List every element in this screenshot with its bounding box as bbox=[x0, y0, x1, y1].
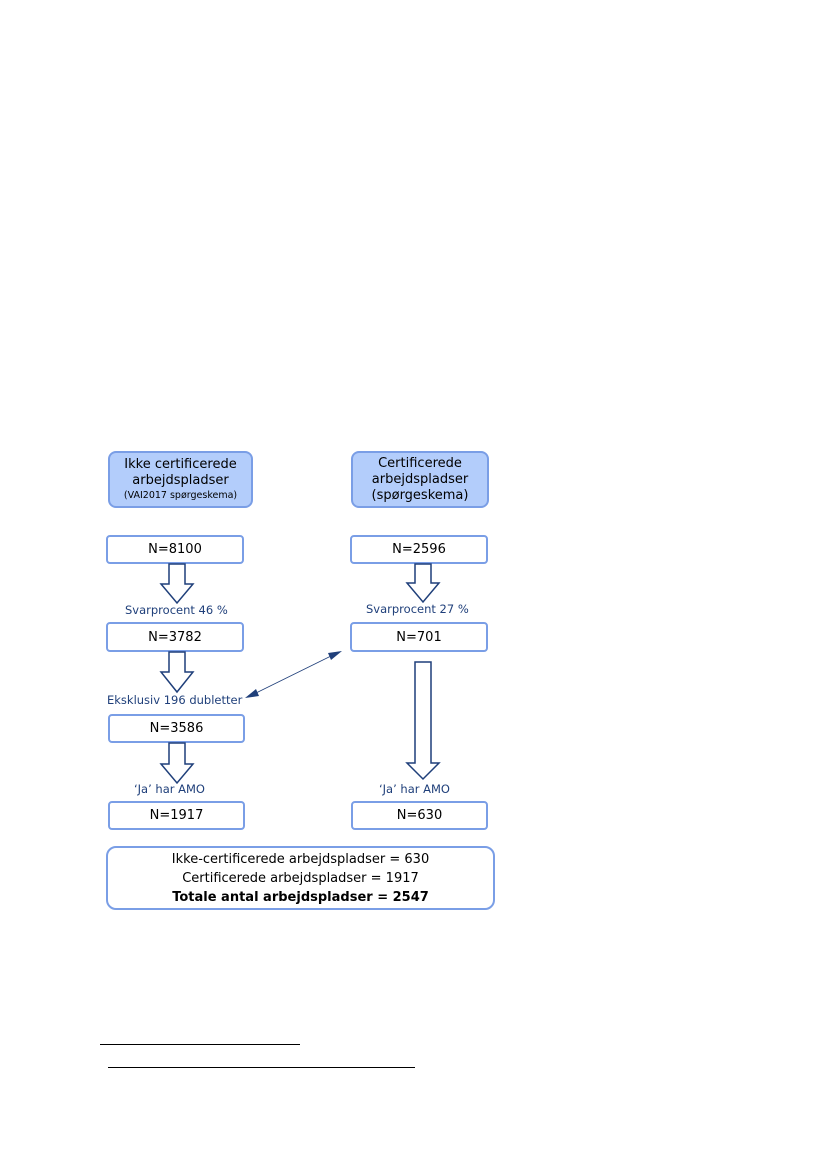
double-headed-connector bbox=[255, 655, 332, 694]
right-n-initial: N=2596 bbox=[392, 542, 446, 557]
left-n-amo-box: N=1917 bbox=[108, 801, 245, 830]
header-non-certified-line3: (VAI2017 spørgeskema) bbox=[123, 490, 238, 501]
left-n-responded: N=3782 bbox=[148, 629, 202, 645]
footnote-separator bbox=[100, 1044, 300, 1045]
header-certified-line1: Certificerede bbox=[378, 455, 462, 471]
right-down-arrow-1 bbox=[405, 563, 441, 604]
summary-line2: Certificerede arbejdspladser = 1917 bbox=[182, 870, 419, 886]
left-down-arrow-3 bbox=[159, 742, 195, 785]
right-down-arrow-2 bbox=[405, 661, 441, 781]
right-n-initial-box: N=2596 bbox=[350, 535, 488, 564]
right-response-rate-label: Svarprocent 27 % bbox=[366, 602, 469, 616]
right-n-responded: N=701 bbox=[396, 629, 442, 645]
left-n-amo: N=1917 bbox=[149, 808, 204, 823]
left-exclusion-label: Eksklusiv 196 dubletter bbox=[107, 693, 243, 707]
summary-line3: Totale antal arbejdspladser = 2547 bbox=[172, 889, 429, 905]
left-amo-label: ‘Ja’ har AMO bbox=[134, 782, 205, 796]
connector-head-right bbox=[328, 651, 342, 660]
header-non-certified-line2: arbejdspladser bbox=[132, 473, 229, 488]
left-n-after-exclusion: N=3586 bbox=[149, 721, 204, 736]
header-certified-line3: (spørgeskema) bbox=[371, 487, 469, 503]
header-non-certified-line1: Ikke certificerede bbox=[124, 457, 237, 472]
header-non-certified: Ikke certificerede arbejdspladser (VAI20… bbox=[108, 451, 253, 508]
left-n-initial-box: N=8100 bbox=[106, 535, 244, 564]
left-down-arrow-1 bbox=[159, 563, 195, 605]
left-n-initial: N=8100 bbox=[148, 542, 202, 557]
left-response-rate-label: Svarprocent 46 % bbox=[125, 603, 228, 617]
summary-line1: Ikke-certificerede arbejdspladser = 630 bbox=[171, 851, 430, 867]
left-down-arrow-2 bbox=[159, 651, 195, 694]
left-n-after-exclusion-box: N=3586 bbox=[108, 714, 245, 743]
right-amo-label: ‘Ja’ har AMO bbox=[379, 782, 450, 796]
header-certified-line2: arbejdspladser bbox=[371, 471, 469, 487]
left-n-responded-box: N=3782 bbox=[106, 622, 244, 652]
footnote-rule bbox=[108, 1067, 415, 1068]
header-certified: Certificerede arbejdspladser (spørgeskem… bbox=[351, 451, 489, 508]
right-n-responded-box: N=701 bbox=[350, 622, 488, 652]
right-n-amo-box: N=630 bbox=[351, 801, 488, 830]
connector-head-left bbox=[245, 689, 259, 698]
right-n-amo: N=630 bbox=[396, 808, 443, 823]
summary-box: Ikke-certificerede arbejdspladser = 630 … bbox=[106, 846, 495, 910]
